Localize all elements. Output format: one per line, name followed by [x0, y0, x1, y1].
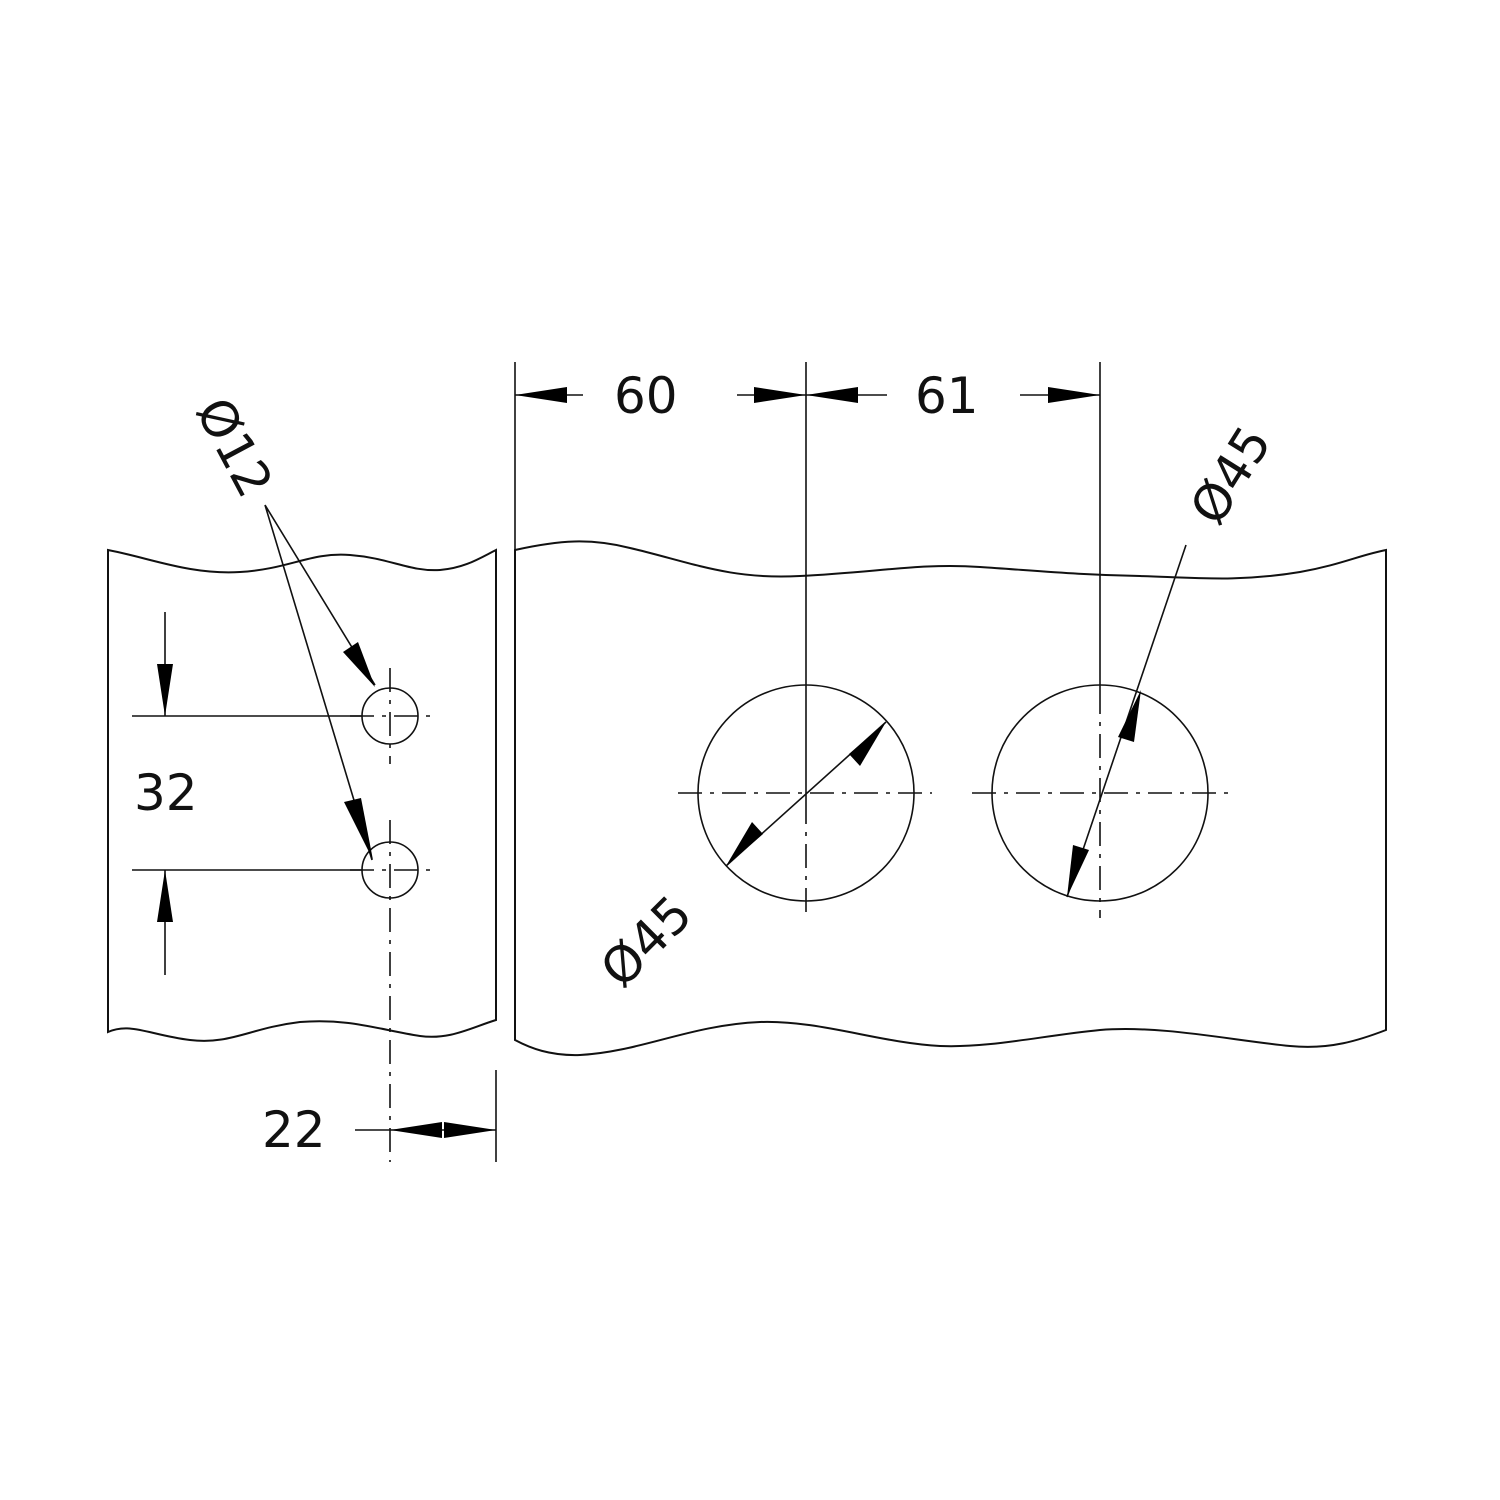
- dim-60-label: 60: [614, 367, 678, 425]
- right-panel-outline: [514, 540, 1387, 1057]
- centerline-bottom-hole: [350, 820, 438, 1162]
- arrow-left-icon: [806, 387, 858, 403]
- arrow-icon: [1118, 690, 1141, 742]
- arrow-right-icon: [444, 1122, 496, 1138]
- extension-lines-32: [132, 715, 362, 871]
- dim-22-label: 22: [262, 1101, 326, 1159]
- leader-arrow-icon: [344, 798, 373, 860]
- arrow-right-icon: [1048, 387, 1100, 403]
- dim-61-label: 61: [915, 367, 979, 425]
- left-panel-outline: [107, 548, 497, 1042]
- left-panel: 32 Ø12 22: [107, 388, 497, 1162]
- arrow-right-icon: [754, 387, 806, 403]
- leader-arrow-icon: [343, 642, 375, 687]
- dia-12-label: Ø12: [184, 388, 284, 506]
- arrow-icon: [726, 822, 763, 866]
- dia-45-right-label: Ø45: [1179, 416, 1283, 534]
- arrow-icon: [849, 722, 886, 766]
- arrow-left-icon: [515, 387, 567, 403]
- right-panel: 60 61 Ø45 Ø45: [514, 362, 1387, 1057]
- arrow-icon: [1067, 845, 1089, 897]
- dim-32-label: 32: [134, 764, 198, 822]
- arrow-left-icon: [390, 1122, 442, 1138]
- arrow-down-icon: [157, 664, 173, 716]
- centerline-top-hole: [350, 668, 438, 764]
- arrow-up-icon: [157, 870, 173, 922]
- dia-45-left-label: Ø45: [589, 885, 703, 999]
